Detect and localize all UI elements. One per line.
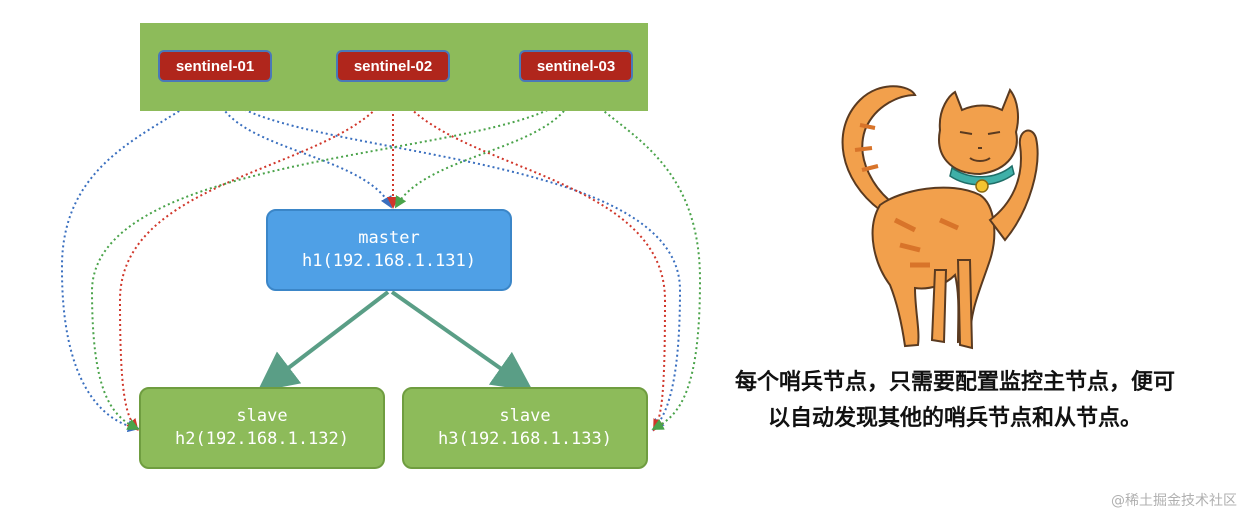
watermark: @稀土掘金技术社区 <box>1111 493 1237 509</box>
slave-h3-address-label: h3(192.168.1.133) <box>438 429 612 449</box>
master-role-label: master <box>358 228 420 248</box>
slave-h2-role-label: slave <box>236 406 288 426</box>
sentinel-03-to-slave-h2-link <box>90 83 577 430</box>
sentinel-01-node: sentinel-01 <box>158 50 272 82</box>
caption-text: 每个哨兵节点，只需要配置监控主节点，便可以自动发现其他的哨兵节点和从节点。 <box>735 370 1176 431</box>
sentinel-01-links <box>60 83 682 433</box>
replication-links <box>257 290 534 392</box>
sentinel-01-to-slave-h3-link <box>214 83 682 432</box>
sentinel-01-to-master-link <box>214 83 392 209</box>
slave-h2-address-label: h2(192.168.1.132) <box>175 429 349 449</box>
slave-node-h3: slave h3(192.168.1.133) <box>402 387 648 469</box>
master-to-slave-h3-arrow <box>390 290 534 392</box>
sentinel-03-to-slave-h3-link <box>575 83 702 430</box>
sentinel-01-to-slave-h2-link <box>60 83 216 433</box>
sentinel-03-node: sentinel-03 <box>519 50 633 82</box>
slave-node-h2: slave h2(192.168.1.132) <box>139 387 385 469</box>
sentinel-02-to-slave-h3-link <box>392 83 667 432</box>
master-node: master h1(192.168.1.131) <box>266 209 512 291</box>
sentinel-02-node: sentinel-02 <box>336 50 450 82</box>
cat-illustration <box>841 85 1039 350</box>
master-to-slave-h2-arrow <box>257 290 390 392</box>
sentinel-03-links <box>90 83 702 430</box>
master-address-label: h1(192.168.1.131) <box>302 251 476 271</box>
sentinel-02-to-slave-h2-link <box>118 83 394 432</box>
slave-h3-role-label: slave <box>499 406 551 426</box>
